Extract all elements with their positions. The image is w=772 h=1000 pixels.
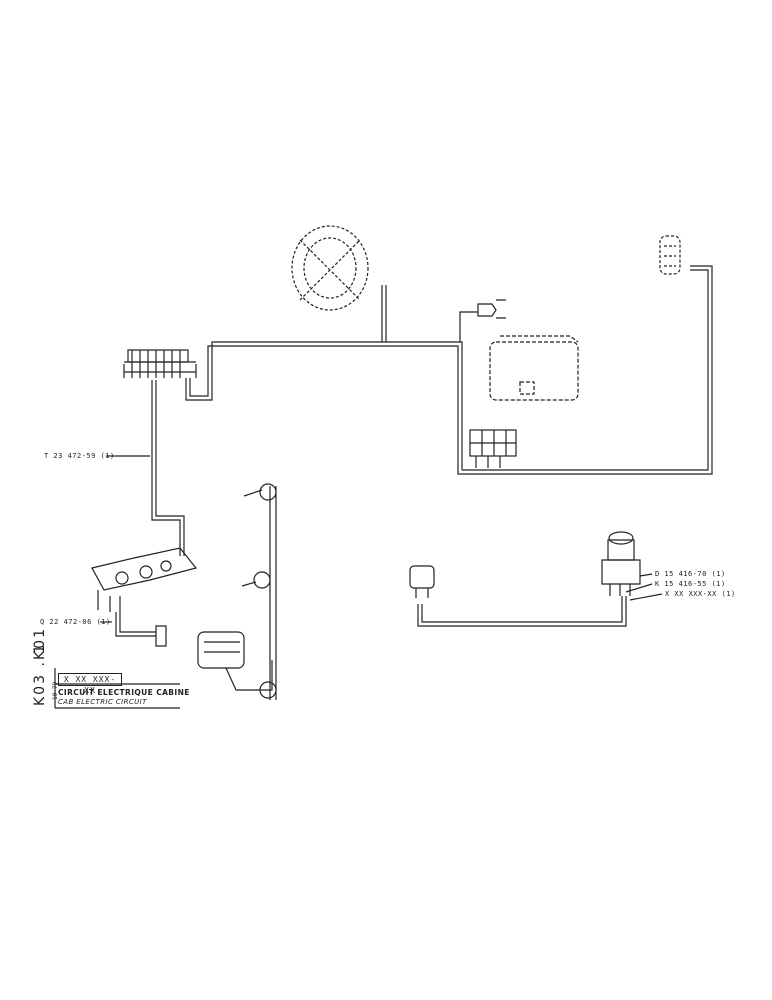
lamp bbox=[659, 235, 681, 275]
relay-small bbox=[477, 299, 506, 319]
connector-round bbox=[409, 565, 435, 598]
title-block-title-en: CAB ELECTRIC CIRCUIT bbox=[58, 698, 147, 706]
page-code-2: K03 . 1 bbox=[32, 642, 48, 706]
connector-block-main bbox=[123, 349, 197, 378]
leader-switch bbox=[639, 573, 653, 577]
label-bracket: K 15 416-55 (1) bbox=[655, 580, 726, 588]
connector-block-right bbox=[469, 429, 517, 468]
switch-rocker bbox=[601, 531, 641, 596]
label-main-harness: T 23 472-59 (1) bbox=[44, 452, 115, 460]
alternator bbox=[291, 225, 369, 311]
main-harness-wire bbox=[151, 265, 713, 556]
label-switch: D 15 416-70 (1) bbox=[655, 570, 726, 578]
wiper-motor bbox=[197, 631, 273, 691]
switch-panel bbox=[91, 547, 198, 647]
label-cable: X XX XXX-XX (1) bbox=[665, 590, 736, 598]
title-block-part-code: X XX XXX-XX bbox=[58, 673, 122, 695]
wiper-linkage bbox=[241, 483, 277, 700]
leader-cable bbox=[629, 593, 663, 601]
title-block-title-fr: CIRCUIT ELECTRIQUE CABINE bbox=[58, 688, 190, 697]
label-sub-harness: Q 22 472-06 (1) bbox=[40, 618, 111, 626]
leader-bracket bbox=[625, 583, 653, 593]
lower-harness-wire bbox=[417, 596, 627, 627]
title-block-frame bbox=[54, 668, 180, 709]
battery-box bbox=[489, 335, 579, 401]
